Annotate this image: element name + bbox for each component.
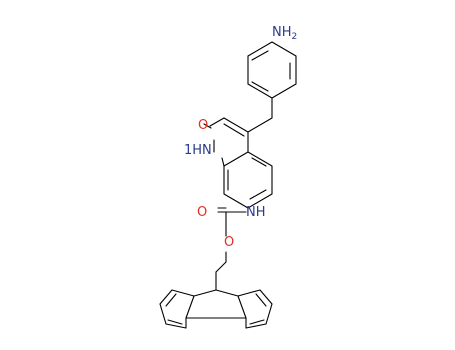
bond-line [209, 117, 225, 127]
bond-line [215, 289, 239, 297]
bond-line [259, 289, 273, 305]
bond-line [265, 303, 273, 325]
carbamate-nh-label: NH [246, 205, 266, 220]
ring-nh-prefix: 1H [184, 143, 202, 158]
bond-line [249, 189, 267, 200]
bond-line [165, 293, 177, 307]
bond-line [159, 289, 173, 305]
bond-line [193, 289, 217, 297]
carbonyl-oxygen-label: O [197, 205, 207, 220]
bond-line [203, 123, 212, 129]
bond-line [215, 261, 227, 273]
bond-line [245, 323, 267, 329]
bond-line [251, 50, 269, 61]
bond-line [165, 323, 187, 329]
bond-line [247, 117, 273, 133]
bond-line [255, 293, 267, 307]
amine-label: NH2 [272, 25, 297, 42]
bond-line [221, 157, 225, 167]
bond-line [249, 319, 265, 325]
bond-line [271, 41, 297, 57]
bond-line [247, 151, 273, 167]
bond-line [171, 289, 195, 297]
bond-line [223, 117, 249, 133]
bond-line [247, 41, 273, 57]
ester-oxygen-label: O [224, 235, 234, 250]
atom-label-layer: NH2 O 1HN NH O O [184, 25, 297, 250]
amine-main: NH [272, 25, 292, 40]
ring-nh-label: 1HN [184, 143, 212, 158]
bond-layer [159, 41, 297, 329]
amine-subscript: 2 [292, 32, 298, 42]
ketone-oxygen-label: O [198, 118, 208, 133]
ring-nh-n: N [202, 143, 212, 158]
bond-line [251, 157, 267, 167]
bond-line [237, 289, 261, 297]
bond-line [185, 295, 195, 319]
bond-line [251, 81, 269, 92]
bond-line [159, 303, 167, 325]
bond-line [223, 193, 249, 209]
bond-line [237, 295, 247, 319]
bond-line [247, 83, 273, 99]
bond-line [247, 193, 273, 209]
bond-line [223, 151, 249, 167]
bond-line [223, 123, 245, 137]
bond-line [167, 319, 183, 325]
bond-line [271, 83, 297, 99]
